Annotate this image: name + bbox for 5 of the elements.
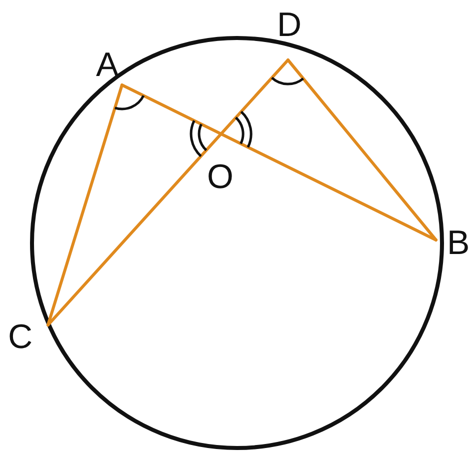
point-label: O — [207, 160, 234, 194]
point-label: C — [8, 320, 33, 354]
point-label: B — [447, 226, 470, 260]
point-label: A — [96, 48, 119, 82]
point-label: D — [277, 8, 302, 42]
